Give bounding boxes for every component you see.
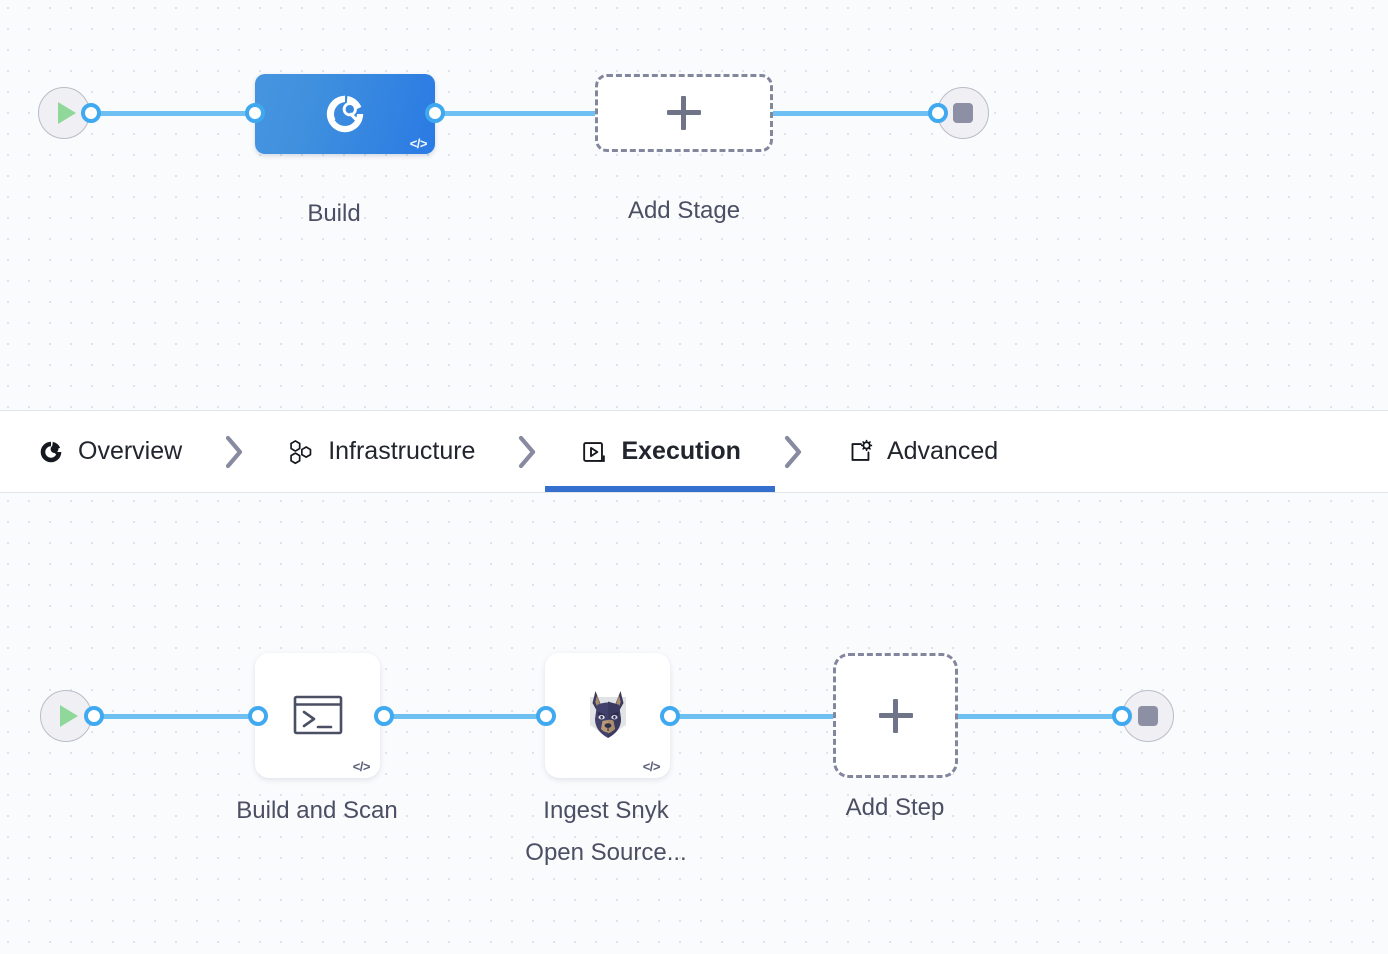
wire-snyk-to-addstep bbox=[662, 714, 852, 719]
play-icon bbox=[60, 705, 78, 727]
build-input-port[interactable] bbox=[245, 103, 265, 123]
stages-canvas[interactable]: </> Build Add Stage bbox=[0, 0, 1388, 410]
wire-start-to-buildscan bbox=[86, 714, 266, 719]
ci-build-icon bbox=[326, 95, 364, 133]
tab-label-execution: Execution bbox=[621, 437, 741, 465]
exec-start-output-port[interactable] bbox=[84, 706, 104, 726]
tab-overview[interactable]: Overview bbox=[30, 411, 188, 492]
tab-label-infrastructure: Infrastructure bbox=[328, 437, 476, 465]
snyk-output-port[interactable] bbox=[660, 706, 680, 726]
exec-end-input-port[interactable] bbox=[1112, 706, 1132, 726]
plus-icon bbox=[667, 96, 701, 130]
chevron-right-icon bbox=[481, 435, 573, 469]
execution-start-node[interactable] bbox=[40, 690, 92, 742]
hexagons-icon bbox=[286, 437, 316, 467]
stop-square-icon bbox=[953, 103, 973, 123]
add-stage-node[interactable] bbox=[595, 74, 773, 152]
stage-node-build[interactable]: </> bbox=[255, 74, 435, 154]
bracket-gear-icon bbox=[845, 437, 875, 467]
tab-label-advanced: Advanced bbox=[886, 437, 999, 465]
tab-execution[interactable]: Execution bbox=[545, 411, 776, 492]
code-badge: </> bbox=[409, 136, 428, 151]
step-node-ingest-snyk[interactable]: </> bbox=[545, 653, 670, 778]
stage-label-build: Build bbox=[307, 200, 361, 227]
code-badge: </> bbox=[352, 759, 371, 774]
step-node-build-and-scan[interactable]: </> bbox=[255, 653, 380, 778]
tab-infrastructure[interactable]: Infrastructure bbox=[280, 411, 481, 492]
overview-circle-icon bbox=[36, 437, 66, 467]
end-input-port[interactable] bbox=[928, 103, 948, 123]
steps-canvas[interactable]: </> Build and Scan bbox=[0, 493, 1388, 954]
start-output-port[interactable] bbox=[81, 103, 101, 123]
step-label-ingest-snyk: Ingest Snyk Open Source... bbox=[525, 797, 687, 866]
buildscan-output-port[interactable] bbox=[374, 706, 394, 726]
wire-buildscan-to-snyk bbox=[376, 714, 556, 719]
add-stage-label: Add Stage bbox=[627, 197, 741, 224]
tab-advanced[interactable]: Advanced bbox=[839, 411, 1004, 492]
snyk-input-port[interactable] bbox=[536, 706, 556, 726]
play-icon bbox=[58, 102, 76, 124]
play-in-box-icon bbox=[579, 437, 609, 467]
step-config-tabbar: Overview Infrastructure bbox=[0, 410, 1388, 493]
wire-addstep-to-end bbox=[952, 714, 1137, 719]
stop-square-icon bbox=[1138, 706, 1158, 726]
snyk-doberman-icon bbox=[571, 679, 645, 753]
wire-addstage-to-end bbox=[754, 111, 954, 116]
code-badge: </> bbox=[642, 759, 661, 774]
plus-icon bbox=[878, 698, 913, 733]
terminal-icon bbox=[293, 695, 342, 734]
chevron-right-icon bbox=[747, 435, 839, 469]
build-output-port[interactable] bbox=[425, 103, 445, 123]
wire-start-to-build bbox=[84, 111, 274, 116]
pipeline-end-node[interactable] bbox=[937, 87, 989, 139]
add-step-node[interactable] bbox=[833, 653, 958, 778]
add-step-label: Add Step bbox=[845, 794, 945, 821]
pipeline-start-node[interactable] bbox=[38, 87, 90, 139]
wire-build-to-addstage bbox=[424, 111, 614, 116]
chevron-right-icon bbox=[188, 435, 280, 469]
step-label-build-and-scan: Build and Scan bbox=[236, 797, 398, 824]
tab-label-overview: Overview bbox=[78, 437, 183, 465]
buildscan-input-port[interactable] bbox=[248, 706, 268, 726]
